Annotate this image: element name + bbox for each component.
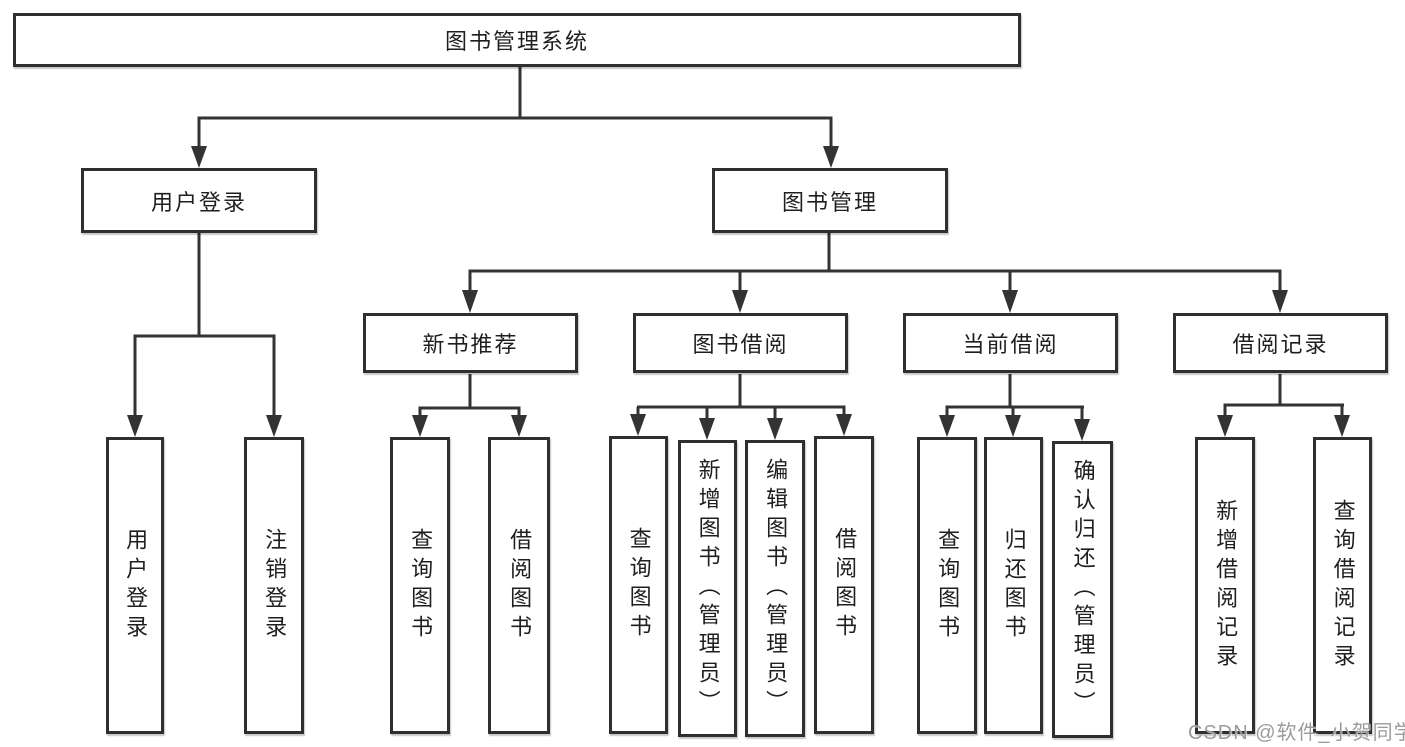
connector-borrow-records-to-children xyxy=(1217,374,1350,437)
node-label: 借阅记录 xyxy=(1232,332,1329,357)
node-current-borrowing: 当前借阅 xyxy=(903,313,1118,373)
arrowhead-icon xyxy=(767,418,783,440)
watermark: CSDN @软件_小贺同学 xyxy=(1188,722,1405,744)
node-label: 新增借阅记录 xyxy=(1213,498,1239,673)
node-library-management-system: 图书管理系统 xyxy=(13,13,1021,67)
arrowhead-icon xyxy=(1002,290,1018,313)
node-label: 查询图书 xyxy=(408,527,434,644)
node-borrowing-records: 借阅记录 xyxy=(1173,313,1388,373)
node-book-management: 图书管理 xyxy=(712,168,948,233)
node-label: 借阅图书 xyxy=(507,527,533,644)
node-label: 归还图书 xyxy=(1001,527,1027,644)
node-label: 新增图书（管理员） xyxy=(695,458,721,719)
node-label: 图书借阅 xyxy=(692,332,789,357)
arrowhead-icon xyxy=(939,415,955,437)
node-label: 借阅图书 xyxy=(832,527,858,643)
node-label: 当前借阅 xyxy=(962,332,1059,357)
node-label: 用户登录 xyxy=(123,527,149,644)
node-label: 查询图书 xyxy=(626,527,652,643)
node-br-query-record: 查询借阅记录 xyxy=(1313,437,1372,734)
node-book-borrowing: 图书借阅 xyxy=(633,313,848,373)
node-label: 注销登录 xyxy=(262,527,288,644)
node-logout: 注销登录 xyxy=(244,437,304,734)
node-bb-add-books-admin: 新增图书（管理员） xyxy=(678,440,737,737)
node-cb-return-books: 归还图书 xyxy=(984,437,1043,734)
arrowhead-icon xyxy=(412,415,428,437)
arrowhead-icon xyxy=(127,415,143,437)
connector-new-book-rec-to-children xyxy=(412,374,527,437)
arrowhead-icon xyxy=(699,418,715,440)
arrowhead-icon xyxy=(823,146,839,168)
connector-user-login-to-children xyxy=(127,233,282,437)
node-cb-query-books: 查询图书 xyxy=(917,437,977,734)
node-label: 图书管理系统 xyxy=(444,29,589,54)
node-label: 确认归还（管理员） xyxy=(1070,459,1096,720)
node-rec-borrow-books: 借阅图书 xyxy=(488,437,550,734)
node-label: 用户登录 xyxy=(150,189,247,215)
node-label: 新书推荐 xyxy=(422,332,519,357)
node-bb-edit-books-admin: 编辑图书（管理员） xyxy=(745,440,805,737)
connector-root-to-level2 xyxy=(191,66,839,168)
node-br-add-record: 新增借阅记录 xyxy=(1195,437,1255,734)
node-label: 查询借阅记录 xyxy=(1330,498,1356,673)
node-user-login-group: 用户登录 xyxy=(81,168,317,233)
node-label: 查询图书 xyxy=(935,527,961,644)
connector-book-management-to-level3 xyxy=(462,233,1288,313)
node-label: 图书管理 xyxy=(781,189,878,215)
arrowhead-icon xyxy=(1272,290,1288,313)
arrowhead-icon xyxy=(1334,415,1350,437)
node-bb-query-books: 查询图书 xyxy=(609,436,668,734)
arrowhead-icon xyxy=(732,290,748,313)
arrowhead-icon xyxy=(266,415,282,437)
node-user-login: 用户登录 xyxy=(106,437,164,734)
arrowhead-icon xyxy=(462,290,478,313)
arrowhead-icon xyxy=(1074,419,1090,441)
arrowhead-icon xyxy=(191,146,207,168)
node-rec-query-books: 查询图书 xyxy=(390,437,450,734)
arrowhead-icon xyxy=(511,415,527,437)
node-new-book-recommendation: 新书推荐 xyxy=(363,313,578,373)
node-cb-confirm-return-admin: 确认归还（管理员） xyxy=(1052,441,1113,738)
arrowhead-icon xyxy=(836,414,852,436)
connector-current-borrow-to-children xyxy=(939,374,1090,441)
arrowhead-icon xyxy=(1005,415,1021,437)
node-label: 编辑图书（管理员） xyxy=(763,458,789,719)
arrowhead-icon xyxy=(630,414,646,436)
arrowhead-icon xyxy=(1217,415,1233,437)
node-bb-borrow-books: 借阅图书 xyxy=(814,436,874,734)
connector-book-borrow-to-children xyxy=(630,374,852,440)
